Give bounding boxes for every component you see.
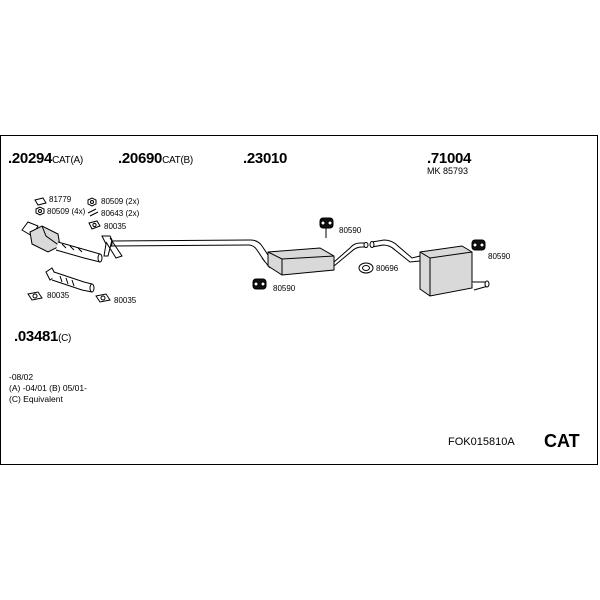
- middle-silencer: [261, 242, 369, 276]
- front-pipe-23010: [107, 239, 271, 263]
- rear-silencer-71004: [369, 239, 490, 297]
- kit-code: FOK015810A: [448, 436, 515, 448]
- gasket-80035-c: [95, 293, 111, 303]
- label-81779: 81779: [49, 195, 72, 204]
- part-23010: .23010: [243, 150, 288, 167]
- hanger-80590-b: [252, 278, 267, 290]
- gasket-80035-a: [88, 220, 101, 230]
- note-line-2: (A) -04/01 (B) 05/01-: [9, 383, 87, 393]
- label-80590-a: 80590: [339, 226, 362, 235]
- label-80035-c: 80035: [114, 296, 137, 305]
- part-20294: .20294CAT(A): [8, 150, 83, 167]
- nut-80509-4x: [35, 206, 45, 216]
- part-03481: .03481(C): [14, 328, 72, 345]
- bolt-80643-2x: [87, 208, 99, 217]
- hanger-80590-c: [471, 239, 486, 251]
- label-80590-b: 80590: [273, 284, 296, 293]
- label-80035-b: 80035: [47, 291, 70, 300]
- clamp-80696: [358, 262, 374, 274]
- kit-type: CAT: [544, 431, 580, 451]
- label-80509-2x: 80509 (2x): [101, 197, 140, 206]
- pipe-flange: [101, 235, 123, 259]
- gasket-81779: [34, 197, 47, 206]
- label-80509-4x: 80509 (4x): [47, 207, 86, 216]
- catalytic-converter: [21, 221, 103, 263]
- label-80590-c: 80590: [488, 252, 511, 261]
- label-80696: 80696: [376, 264, 399, 273]
- gasket-80035-b: [27, 291, 43, 301]
- nut-80509-2x: [87, 197, 97, 207]
- flex-pipe: [45, 267, 95, 293]
- note-line-3: (C) Equivalent: [9, 394, 63, 404]
- label-80035-a: 80035: [104, 222, 127, 231]
- note-line-1: -08/02: [9, 372, 34, 382]
- mk-reference: MK 85793: [427, 166, 469, 176]
- hanger-80590-a: [319, 217, 334, 238]
- part-71004: .71004: [427, 150, 472, 167]
- part-20690: .20690CAT(B): [118, 150, 193, 167]
- label-80643-2x: 80643 (2x): [101, 209, 140, 218]
